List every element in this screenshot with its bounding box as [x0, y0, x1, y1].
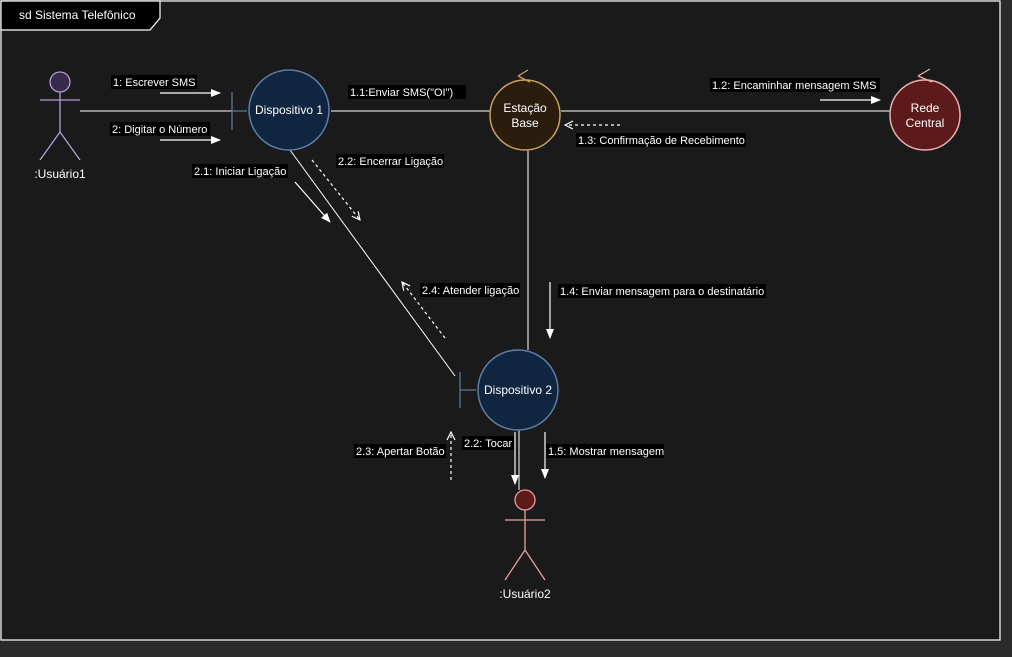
link-device1-device2 [289, 149, 456, 377]
device2-label: Dispositivo 2 [484, 383, 552, 397]
actor-head-icon [514, 489, 536, 511]
msg-label-2: 2: Digitar o Número [110, 122, 210, 136]
svg-text:2.2: Tocar: 2.2: Tocar [464, 438, 512, 450]
frame-title-tab [0, 0, 161, 31]
svg-text:2: Digitar o Número: 2: Digitar o Número [112, 124, 207, 136]
central-network-label-1: Rede [911, 101, 940, 115]
actor-user1-label: :Usuário1 [34, 167, 86, 181]
svg-text:2.4: Atender ligação: 2.4: Atender ligação [422, 285, 519, 297]
svg-text:2.1: Iniciar Ligação: 2.1: Iniciar Ligação [194, 166, 286, 178]
msg-label-2-3: 2.3: Apertar Botão [354, 444, 446, 458]
object-device2[interactable]: Dispositivo 2 [477, 349, 559, 431]
svg-text:1.1:Enviar SMS("OI"): 1.1:Enviar SMS("OI") [350, 87, 453, 99]
object-device1[interactable]: Dispositivo 1 [248, 69, 330, 151]
msg-arrow-2-1 [294, 181, 331, 223]
msg-label-2-2b: 2.2: Tocar [462, 436, 514, 450]
actor-user2[interactable]: :Usuário2 [499, 489, 551, 601]
svg-text:1.4: Enviar mensagem para o de: 1.4: Enviar mensagem para o destinatário [560, 286, 764, 298]
object-central-network[interactable]: Rede Central [889, 68, 961, 151]
svg-text:1.2: Encaminhar mensagem SMS: 1.2: Encaminhar mensagem SMS [712, 80, 876, 92]
actor-user2-label: :Usuário2 [499, 587, 551, 601]
svg-text:1.3: Confirmação de Recebiment: 1.3: Confirmação de Recebimento [578, 135, 745, 147]
msg-label-2-1: 2.1: Iniciar Ligação [192, 164, 288, 178]
base-station-label-1: Estação [503, 101, 547, 115]
actor-user1[interactable]: :Usuário1 [34, 71, 86, 181]
msg-label-1-5: 1.5: Mostrar mensagem [546, 444, 664, 458]
msg-label-1-2: 1.2: Encaminhar mensagem SMS [710, 78, 880, 92]
frame-title: sd Sistema Telefônico [19, 8, 136, 22]
object-base-station[interactable]: Estação Base [489, 69, 561, 151]
control-arrow-icon [917, 68, 933, 83]
svg-text:1.5: Mostrar mensagem: 1.5: Mostrar mensagem [548, 446, 664, 458]
svg-text:2.3: Apertar Botão: 2.3: Apertar Botão [356, 446, 445, 458]
msg-label-1-1: 1.1:Enviar SMS("OI") [348, 85, 466, 99]
device1-label: Dispositivo 1 [255, 103, 323, 117]
msg-arrow-2-2a [311, 159, 360, 220]
msg-label-1-3: 1.3: Confirmação de Recebimento [576, 133, 746, 147]
svg-text:2.2: Encerrar Ligação: 2.2: Encerrar Ligação [338, 156, 443, 168]
msg-label-2-2a: 2.2: Encerrar Ligação [336, 154, 444, 168]
svg-text:1: Escrever SMS: 1: Escrever SMS [113, 77, 196, 89]
msg-label-1-4: 1.4: Enviar mensagem para o destinatário [558, 284, 766, 298]
central-network-label-2: Central [906, 116, 945, 130]
base-station-label-2: Base [511, 116, 539, 130]
control-arrow-icon [517, 69, 531, 83]
msg-label-2-4: 2.4: Atender ligação [420, 283, 520, 297]
actor-head-icon [49, 71, 71, 93]
msg-label-1: 1: Escrever SMS [111, 75, 197, 89]
